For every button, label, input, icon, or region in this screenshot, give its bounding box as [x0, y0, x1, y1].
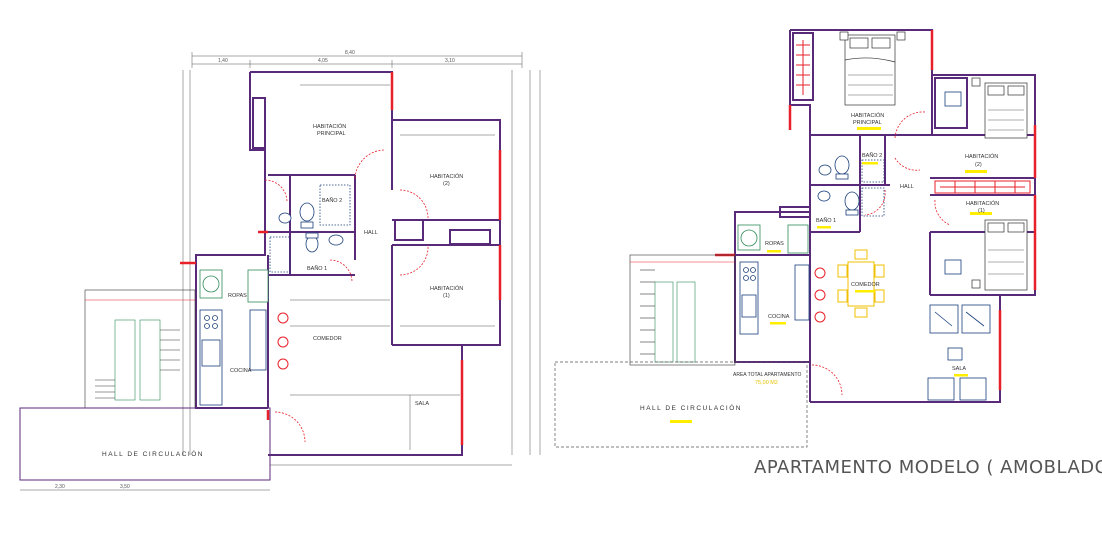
right-label-habitacion-2-num: (2)	[975, 162, 982, 168]
right-bath-fixtures	[817, 155, 885, 217]
dim-bottom-a: 2,30	[55, 484, 65, 490]
dining-table-icon	[847, 261, 875, 307]
left-label-bano-1: BAÑO 1	[307, 265, 327, 272]
left-room-labels: HABITACIÓN PRINCIPAL HABITACIÓN (2) HABI…	[102, 123, 463, 458]
right-label-habitacion-principal: HABITACIÓN	[851, 112, 884, 119]
desk-chair-icon-2	[944, 259, 962, 275]
right-label-bano-1: BAÑO 1	[816, 217, 836, 224]
dim-top-b: 4,05	[318, 58, 328, 64]
left-floor-plan: 8,40 1,40 4,05 3,10 2,30 3,50	[19, 50, 541, 491]
left-label-comedor: COMEDOR	[313, 336, 342, 342]
drawing-title: APARTAMENTO MODELO ( AMOBLADO )	[754, 457, 1102, 478]
left-walls	[195, 71, 501, 456]
left-hall-circulacion-box	[19, 407, 271, 481]
right-kitchen-fixtures	[737, 224, 810, 335]
right-label-hall: HALL	[900, 184, 914, 190]
left-label-ropas: ROPAS	[228, 293, 247, 299]
left-dining-chairs	[277, 312, 289, 370]
left-label-habitacion-1-num: (1)	[443, 293, 450, 299]
left-label-bano-2: BAÑO 2	[322, 197, 342, 204]
armchair-icon	[927, 377, 955, 401]
armchair-icon-2	[959, 377, 987, 401]
left-label-habitacion-1: HABITACIÓN	[430, 285, 463, 292]
right-hall-circulacion-box	[554, 361, 808, 448]
left-label-cocina: COCINA	[230, 368, 252, 374]
right-label-sala: SALA	[952, 366, 966, 372]
left-label-habitacion-2: HABITACIÓN	[430, 173, 463, 180]
left-bath-fixtures	[269, 184, 351, 273]
dim-total-width: 8,40	[345, 50, 355, 56]
right-closets	[796, 40, 1031, 194]
right-label-cocina: COCINA	[768, 314, 790, 320]
right-label-hall-circulacion: HALL DE CIRCULACIÓN	[640, 403, 742, 412]
right-stairs	[629, 254, 736, 366]
right-label-bano-2: BAÑO 2	[862, 152, 882, 159]
desk-chair-icon	[944, 91, 962, 107]
dim-top-c: 3,10	[445, 58, 455, 64]
right-label-habitacion-2: HABITACIÓN	[965, 153, 998, 160]
left-label-habitacion-2-num: (2)	[443, 181, 450, 187]
right-beds	[839, 31, 1028, 291]
right-floor-plan: HABITACIÓN PRINCIPAL HABITACIÓN (2) HABI…	[554, 29, 1037, 448]
left-doors	[264, 149, 429, 443]
right-label-principal: PRINCIPAL	[853, 120, 882, 126]
right-label-highlights	[670, 127, 992, 423]
right-desks	[944, 91, 962, 275]
left-stairs	[84, 289, 196, 409]
coffee-table-icon	[947, 347, 963, 361]
right-room-labels: HABITACIÓN PRINCIPAL HABITACIÓN (2) HABI…	[640, 112, 999, 412]
dim-bottom-b: 3,50	[120, 484, 130, 490]
right-chair-circles	[814, 267, 826, 323]
right-label-ropas: ROPAS	[765, 241, 784, 247]
left-kitchen-fixtures	[199, 269, 269, 406]
left-dimension-values: 8,40 1,40 4,05 3,10 2,30 3,50	[55, 50, 455, 490]
left-accent-walls	[180, 72, 502, 445]
right-living-furniture	[927, 304, 991, 401]
left-label-habitacion-principal: HABITACIÓN	[313, 123, 346, 130]
right-label-comedor: COMEDOR	[851, 282, 880, 288]
area-total-label: AREA TOTAL APARTAMENTO	[733, 372, 801, 378]
right-doors	[811, 111, 951, 396]
right-label-habitacion-1-num: (1)	[978, 208, 985, 214]
left-label-hall: HALL	[364, 230, 378, 236]
left-dimension-lines	[20, 52, 541, 491]
left-label-hall-circulacion: HALL DE CIRCULACIÓN	[102, 449, 204, 458]
left-label-principal: PRINCIPAL	[317, 131, 346, 137]
dim-top-a: 1,40	[218, 58, 228, 64]
left-label-sala: SALA	[415, 401, 429, 407]
area-total-value: 75,00 M2	[755, 380, 778, 386]
right-label-habitacion-1: HABITACIÓN	[966, 200, 999, 207]
right-dining-set	[837, 249, 885, 318]
